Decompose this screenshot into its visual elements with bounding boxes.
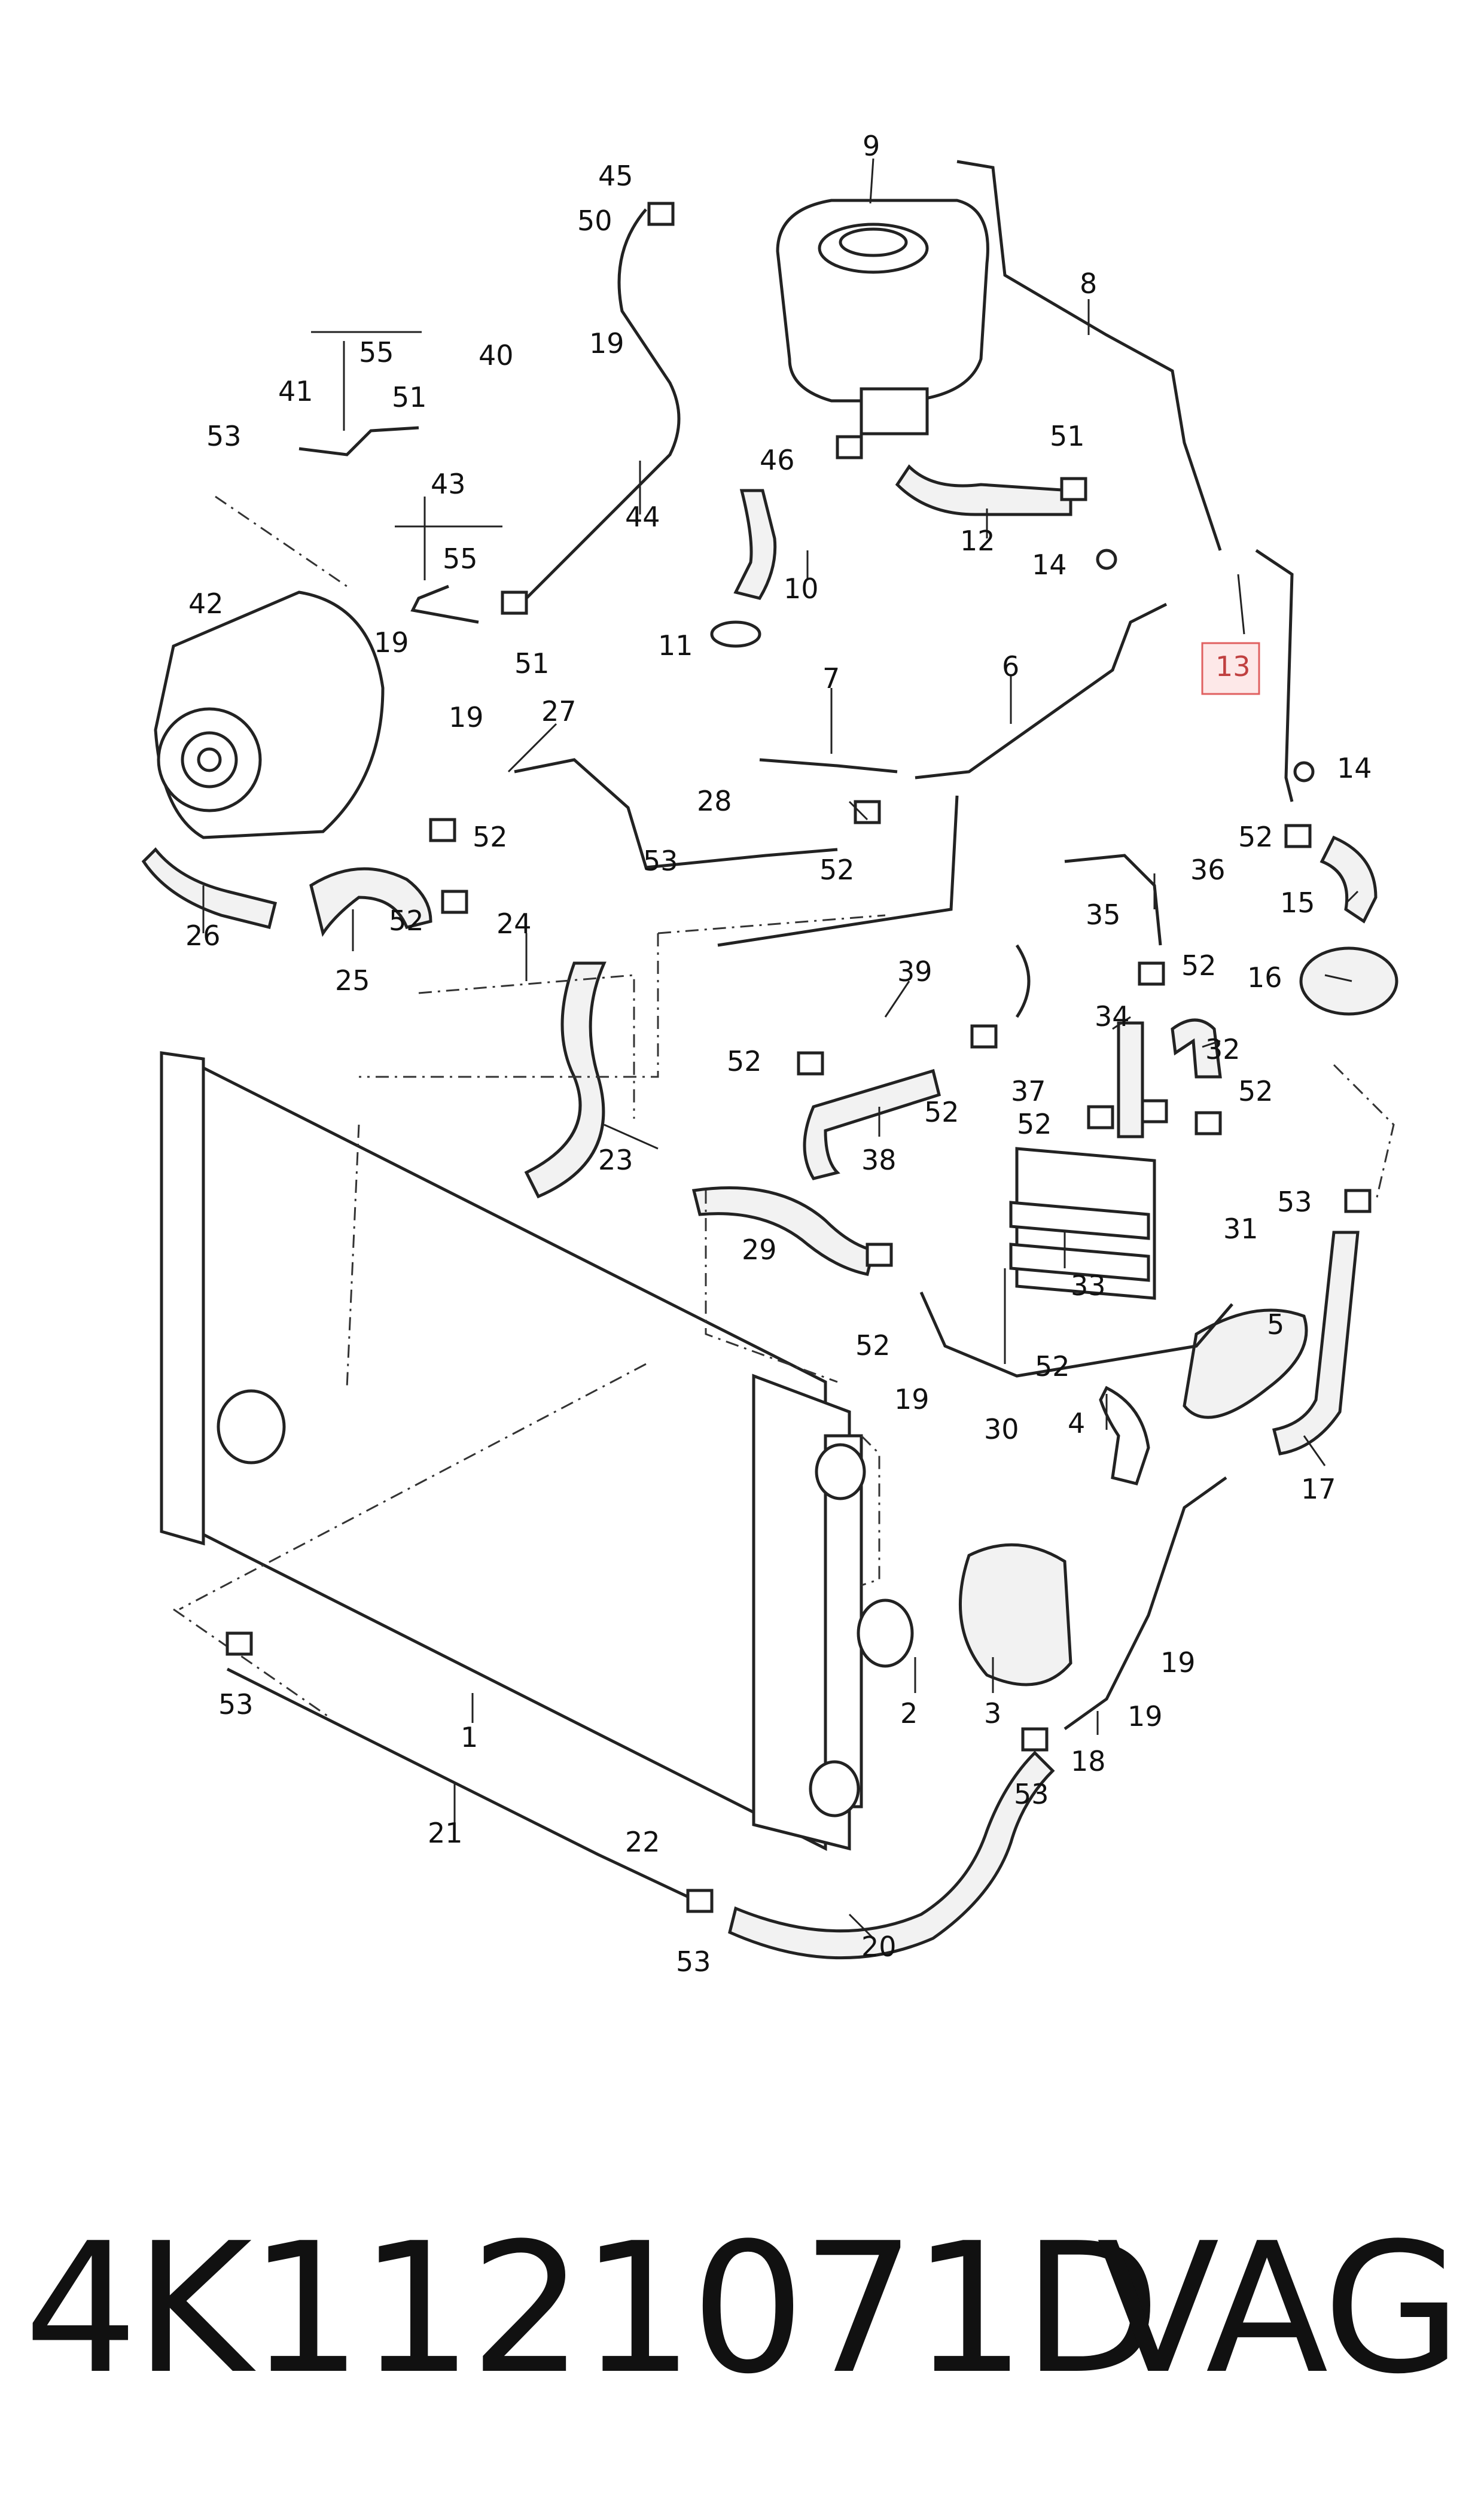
callout: 53 (1014, 1778, 1049, 1810)
callout: 52 (855, 1329, 891, 1362)
callout: 53 (1277, 1186, 1312, 1218)
callout: 52 (1017, 1108, 1052, 1140)
callout: 36 (1190, 854, 1226, 886)
callout: 37 (1011, 1075, 1046, 1107)
coolant-hoses (141, 464, 1378, 1960)
callout: 55 (359, 336, 394, 369)
callout: 53 (643, 845, 678, 877)
callout: 35 (1086, 899, 1121, 931)
callout: 14 (1337, 752, 1372, 784)
callout: 7 (822, 662, 840, 695)
callout: 10 (784, 573, 819, 605)
callout: 11 (658, 629, 693, 662)
callout: 18 (1071, 1745, 1106, 1777)
callout: 1 (461, 1721, 478, 1753)
callout: 53 (676, 1945, 711, 1978)
callout: 6 (1002, 650, 1019, 683)
callout-labels: 1 2 3 4 5 6 7 8 9 10 11 12 13 14 14 15 1… (185, 130, 1372, 1978)
callout: 14 (1032, 549, 1067, 581)
brand-label: VAG (1096, 2205, 1462, 2413)
highlight-box (1201, 642, 1260, 695)
radiator (160, 1051, 866, 1852)
sealing-frame (1183, 1308, 1308, 1419)
callout: 34 (1095, 1000, 1130, 1033)
callout: 19 (1160, 1646, 1196, 1679)
guide-lines (173, 495, 1395, 1718)
callout: 4 (1068, 1407, 1085, 1439)
callout: 31 (1223, 1213, 1258, 1245)
callout: 25 (335, 964, 370, 997)
callout: 21 (428, 1817, 463, 1849)
callout: 44 (625, 501, 660, 533)
callout: 22 (625, 1826, 660, 1858)
oil-cooler (1009, 1147, 1156, 1300)
callout: 52 (727, 1045, 762, 1077)
footer: 4K1121071D VAG (24, 2202, 1462, 2441)
callout: 50 (577, 205, 613, 237)
callout: 26 (185, 919, 221, 952)
callout: 52 (473, 821, 508, 853)
callout: 15 (1280, 887, 1315, 919)
callout: 52 (1181, 949, 1217, 982)
callout: 46 (760, 444, 795, 476)
callout: 53 (218, 1688, 254, 1721)
callout: 28 (697, 785, 732, 817)
callout: 9 (863, 130, 880, 162)
callout: 5 (1267, 1308, 1284, 1341)
callout: 19 (589, 327, 624, 360)
callout: 23 (598, 1144, 633, 1176)
callout: 40 (479, 339, 514, 372)
callout: 52 (389, 905, 424, 937)
callout: 19 (449, 701, 484, 733)
expansion-tank (776, 199, 989, 436)
callout: 16 (1247, 961, 1282, 994)
callout: 13 (1215, 650, 1251, 683)
callout: 17 (1301, 1473, 1336, 1505)
callout: 51 (1050, 420, 1085, 452)
coolant-pipes (226, 160, 1294, 1904)
callout: 53 (206, 420, 242, 452)
thermostat-housing (857, 1386, 1150, 1686)
callout: 12 (960, 525, 995, 557)
callout: 19 (894, 1383, 930, 1415)
callout: 30 (984, 1413, 1019, 1445)
callout: 32 (1205, 1033, 1241, 1065)
callout: 39 (897, 955, 933, 988)
callout: 19 (1128, 1700, 1163, 1733)
callout: 52 (1238, 1075, 1273, 1107)
callout: 52 (1035, 1350, 1070, 1383)
callout: 51 (514, 647, 550, 680)
callout: 52 (924, 1096, 959, 1128)
callout: 43 (431, 468, 466, 500)
callout: 29 (742, 1234, 777, 1266)
callout: 38 (861, 1144, 897, 1176)
callout: 45 (598, 160, 633, 192)
callout: 51 (392, 381, 427, 413)
leader-lines (202, 158, 1359, 1940)
callout: 8 (1080, 267, 1097, 300)
callout: 55 (443, 543, 478, 575)
callout: 20 (861, 1931, 897, 1963)
callout: 42 (188, 587, 224, 620)
callout: 52 (819, 854, 855, 886)
alternator (154, 590, 385, 839)
callout: 27 (541, 695, 577, 727)
callout: 3 (984, 1697, 1001, 1730)
callout: 19 (374, 626, 409, 659)
part-number-label: 4K1121071D (24, 2205, 1161, 2413)
coolant-system-diagram: 1 2 3 4 5 6 7 8 9 10 11 12 13 14 14 15 1… (141, 130, 1398, 1978)
callout: 41 (278, 375, 313, 407)
callout: 52 (1238, 821, 1273, 853)
callout: 2 (900, 1697, 918, 1730)
callout: 24 (496, 908, 532, 940)
callout: 33 (1071, 1269, 1106, 1302)
